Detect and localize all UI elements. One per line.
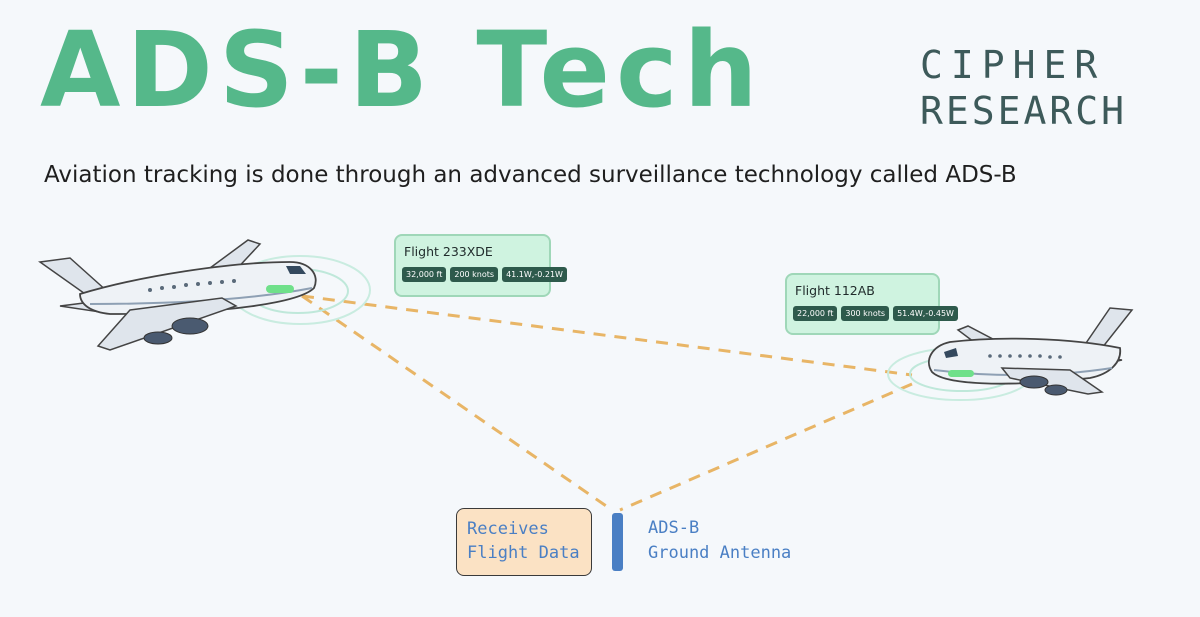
- link-plane1-to-plane2: [301, 294, 913, 377]
- antenna-label: ADS-B Ground Antenna: [648, 516, 791, 566]
- altitude-badge: 22,000 ft: [793, 306, 838, 321]
- brand-line-1: CIPHER: [920, 43, 1106, 87]
- flight-card: Flight 112AB 22,000 ft 300 knots 51.4W,-…: [785, 273, 958, 335]
- brand-line-2: RESEARCH: [920, 89, 1128, 133]
- airplane-icon: [38, 239, 371, 351]
- link-plane1-to-antenna: [301, 294, 613, 512]
- brand-logo: CIPHER RESEARCH: [920, 42, 1127, 134]
- antenna-icon: [612, 513, 623, 571]
- flight-card: Flight 233XDE 32,000 ft 200 knots 41.1W,…: [394, 234, 567, 297]
- antenna-label-line-1: ADS-B: [648, 518, 700, 538]
- altitude-badge: 32,000 ft: [402, 267, 447, 282]
- position-badge: 41.1W,-0.21W: [502, 267, 567, 282]
- flight-name: Flight 233XDE: [404, 244, 493, 259]
- position-badge: 51.4W,-0.45W: [893, 306, 958, 321]
- receiver-label-line-1: Receives: [467, 519, 549, 539]
- page-subtitle: Aviation tracking is done through an adv…: [44, 162, 1017, 188]
- airplane-icon: [887, 307, 1134, 401]
- link-plane2-to-antenna: [619, 382, 913, 512]
- flight-name: Flight 112AB: [795, 283, 875, 298]
- page-title: ADS-B Tech: [40, 9, 764, 131]
- receiver-box: Receives Flight Data: [456, 508, 592, 576]
- speed-badge: 200 knots: [450, 267, 499, 282]
- receiver-label-line-2: Flight Data: [467, 543, 580, 563]
- data-links: [301, 294, 913, 512]
- speed-badge: 300 knots: [841, 306, 890, 321]
- antenna-label-line-2: Ground Antenna: [648, 543, 792, 563]
